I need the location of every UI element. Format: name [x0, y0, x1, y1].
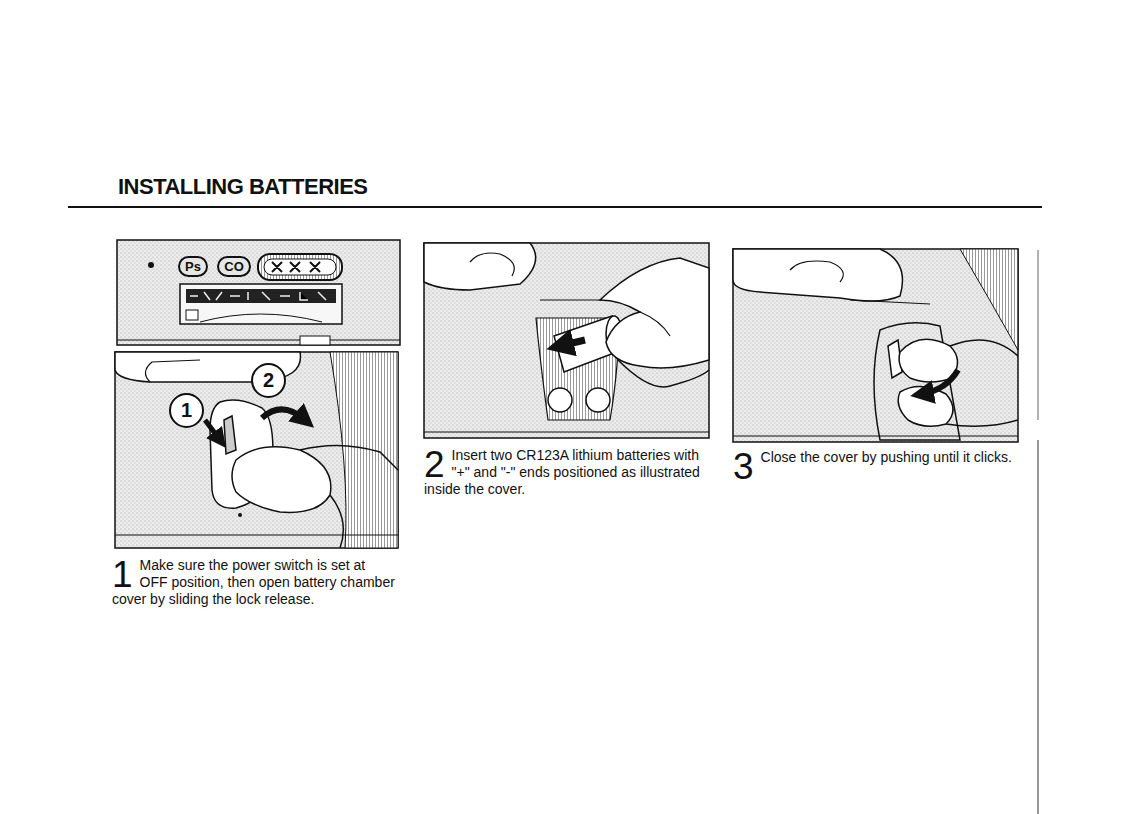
step-number: 1 [112, 558, 133, 591]
illustration-part [424, 243, 709, 438]
illustration-part [586, 388, 610, 412]
step-caption: 2Insert two CR123A lithium batteries wit… [424, 447, 716, 498]
open-cover-figure [115, 352, 398, 548]
illustration-part [258, 254, 342, 280]
illustration-part [272, 262, 320, 272]
illustration-part [899, 339, 957, 382]
illustration-part [548, 388, 572, 412]
illustration-part [117, 340, 400, 341]
illustration-part [600, 258, 709, 368]
illustration-part [115, 535, 398, 536]
illustration-part [262, 409, 305, 420]
callout-number: 1 [169, 393, 204, 428]
button-label: Ps [185, 259, 201, 274]
illustration-part [733, 249, 1018, 442]
illustration-part [922, 370, 958, 394]
illustration-part [186, 289, 336, 303]
illustration-part [1038, 440, 1039, 814]
illustration-part [264, 259, 336, 275]
illustration-part [560, 340, 585, 346]
illustration-part [186, 310, 198, 320]
illustration-part [470, 253, 514, 276]
callout-number: 2 [251, 363, 286, 398]
illustration-part [232, 447, 331, 513]
illustration-part [224, 416, 236, 454]
illustration-part [850, 300, 930, 304]
step-text: Insert two CR123A lithium batteries with… [424, 447, 700, 497]
illustration-part [733, 436, 1018, 437]
illustration-part [330, 495, 343, 548]
illustration-part [424, 432, 709, 433]
illustration-part [238, 513, 242, 517]
step-caption: 3 Close the cover by pushing until it cli… [733, 449, 1015, 483]
step-number: 2 [424, 448, 445, 481]
illustration-part [180, 284, 342, 324]
illustration-part [790, 261, 843, 282]
callout-label: 2 [263, 369, 274, 392]
illustration-part [950, 340, 1018, 356]
step-text: Close the cover by pushing until it clic… [761, 449, 1012, 465]
mode-button: Ps [178, 256, 208, 277]
illustration-part [300, 336, 330, 345]
illustration-part [200, 314, 322, 322]
illustration-part [145, 360, 200, 382]
step-number: 3 [733, 450, 754, 483]
illustration-part [205, 420, 220, 440]
illustration-part [300, 445, 398, 470]
insert-batteries-figure [424, 243, 709, 438]
illustration-part [330, 352, 398, 548]
camera-top-figure [117, 240, 400, 345]
callout-label: 1 [181, 399, 192, 422]
illustration-part [640, 312, 670, 336]
illustration-part [946, 420, 1018, 426]
illustration-part [68, 206, 1042, 208]
illustration-part [733, 249, 903, 301]
illustration-part [190, 292, 326, 300]
page-title: INSTALLING BATTERIES [118, 174, 368, 200]
illustration-part [424, 243, 536, 290]
step-caption: 1Make sure the power switch is set at OF… [112, 557, 397, 608]
close-cover-figure [733, 249, 1018, 442]
illustration-part [117, 240, 400, 345]
illustration-part [148, 262, 154, 268]
illustration-part [618, 360, 709, 387]
button-label: CO [224, 259, 244, 274]
illustration-part [874, 323, 960, 440]
step-text: Make sure the power switch is set at OFF… [112, 557, 395, 607]
mode-button: CO [217, 256, 251, 277]
illustration-part [960, 249, 1018, 350]
illustration-part [115, 352, 398, 548]
illustration-part [1038, 250, 1039, 420]
